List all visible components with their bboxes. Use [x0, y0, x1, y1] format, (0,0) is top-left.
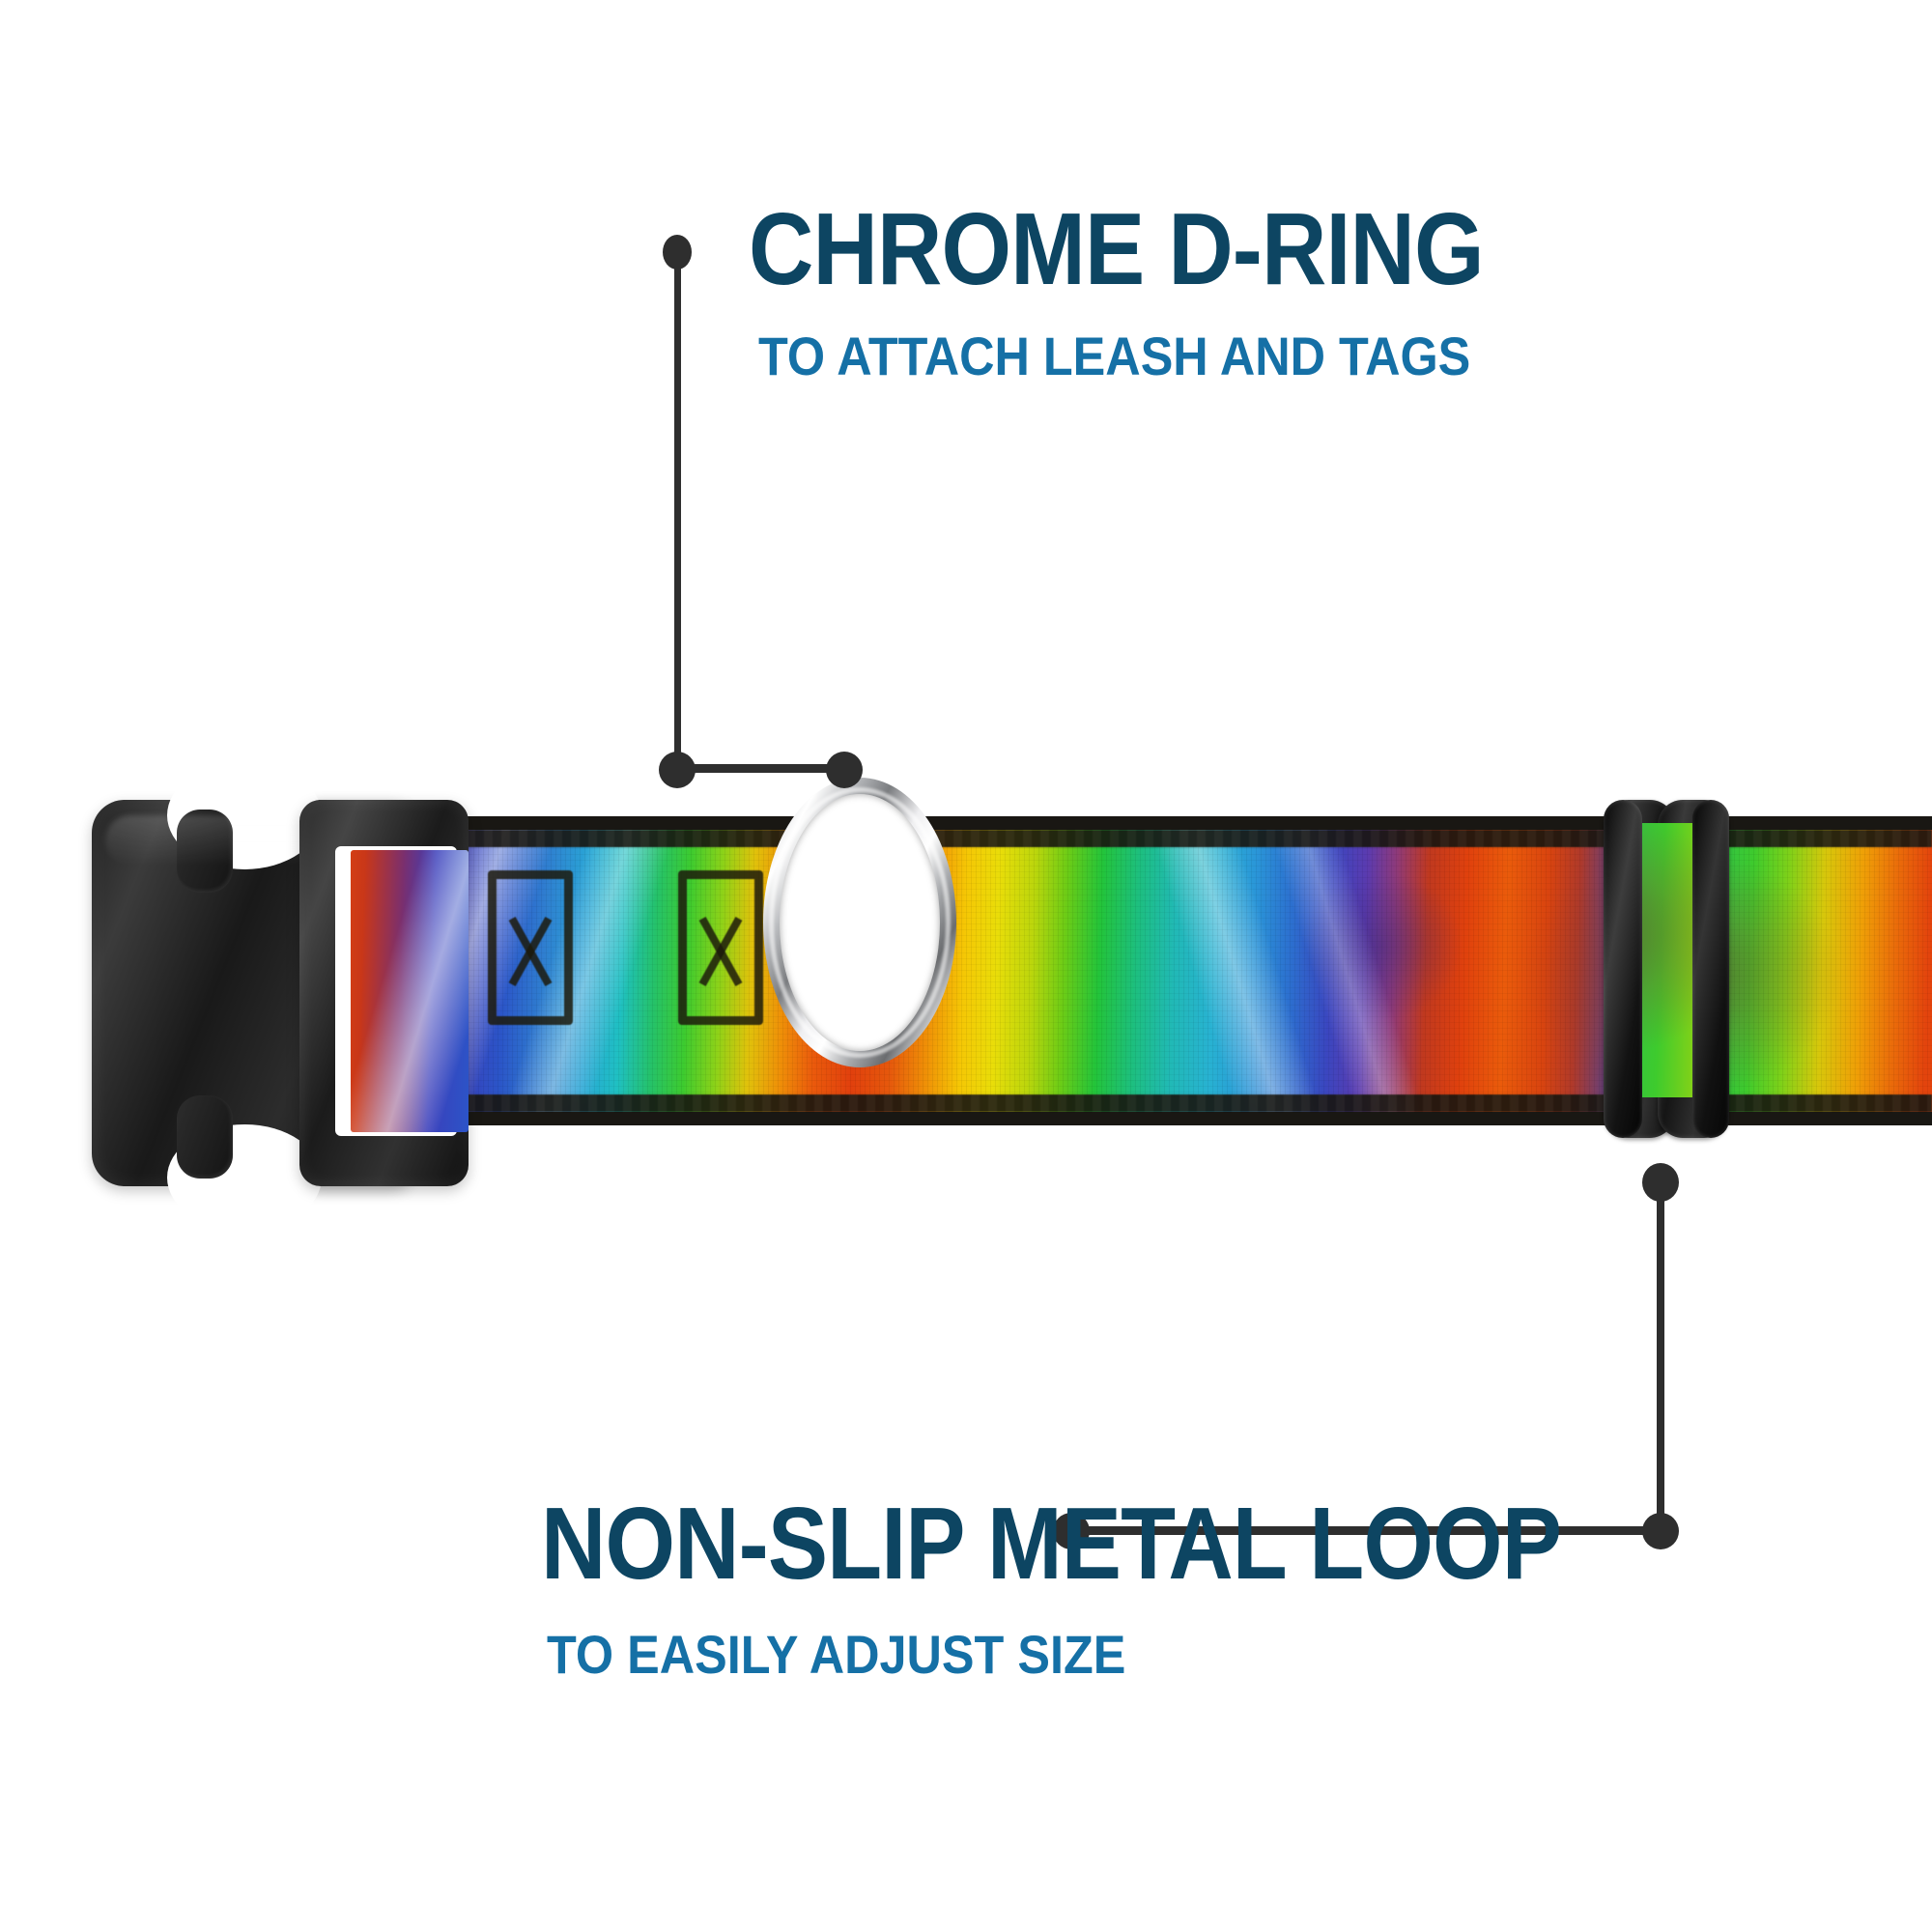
webbing-bottom-edge	[319, 1094, 1932, 1112]
loop-bar-front-right	[1692, 800, 1729, 1138]
buckle-webbing-fabric	[351, 850, 469, 1132]
leader-line-top-horizontal	[676, 764, 850, 773]
buckle-prong-top	[177, 810, 233, 893]
leader-line-bottom-vertical	[1657, 1180, 1664, 1533]
side-release-buckle	[92, 761, 469, 1231]
callout-non-slip-metal-loop: NON-SLIP METAL LOOP TO EASILY ADJUST SIZ…	[541, 1492, 1700, 1682]
callout-chrome-d-ring: CHROME D-RING TO ATTACH LEASH AND TAGS	[749, 198, 1583, 384]
leader-line-top-vertical	[674, 249, 681, 776]
leader-dot-top-target	[826, 752, 863, 788]
non-slip-metal-loop	[1604, 800, 1729, 1138]
callout-subline-d-ring: TO ATTACH LEASH AND TAGS	[758, 326, 1471, 386]
leader-dot-bottom-target	[1053, 1513, 1090, 1549]
webbing-top-edge	[319, 830, 1932, 847]
callout-headline-metal-loop: NON-SLIP METAL LOOP	[541, 1487, 1562, 1601]
callout-subline-metal-loop: TO EASILY ADJUST SIZE	[547, 1624, 1126, 1685]
buckle-prong-bottom	[177, 1095, 233, 1179]
box-x-stitch-right	[678, 870, 763, 1025]
leader-line-bottom-horizontal	[1067, 1526, 1662, 1535]
d-ring-highlight	[769, 787, 951, 1058]
buckle-threaded-webbing	[351, 850, 469, 1132]
callout-headline-d-ring: CHROME D-RING	[749, 192, 1485, 306]
box-x-stitch-left	[488, 870, 573, 1025]
loop-bar-front-left	[1604, 800, 1642, 1138]
chrome-d-ring	[763, 778, 956, 1067]
